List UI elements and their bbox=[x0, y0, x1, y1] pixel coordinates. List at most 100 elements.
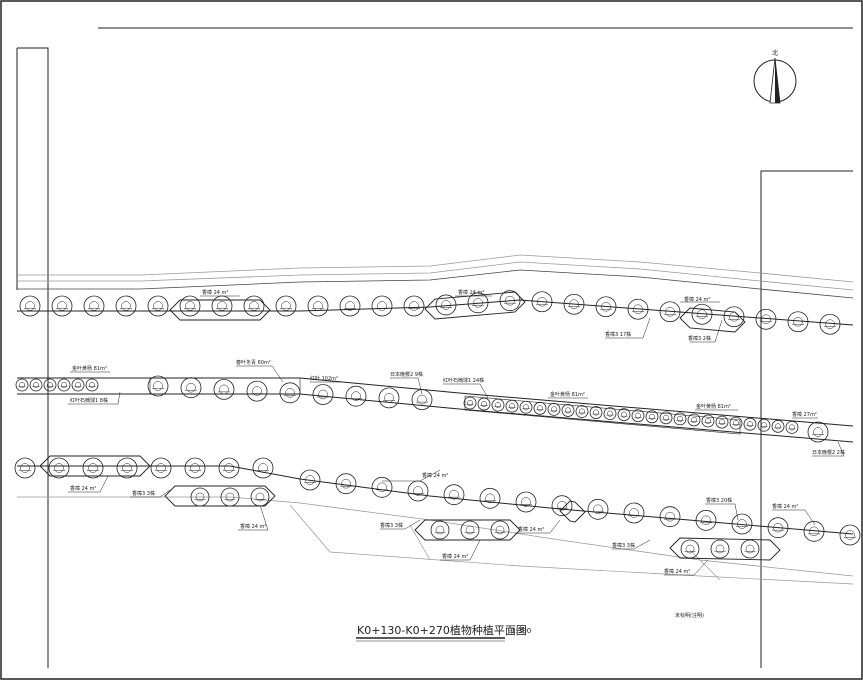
plant-label: 香樟 24 m² bbox=[772, 503, 798, 510]
tree-symbol bbox=[115, 295, 137, 317]
tree-symbol bbox=[14, 457, 36, 479]
bottom-note: 未标明(注明) bbox=[675, 612, 704, 619]
tree-symbol bbox=[243, 295, 265, 317]
tree-symbol bbox=[627, 298, 649, 320]
tree-symbol bbox=[561, 404, 575, 417]
tree-symbol bbox=[731, 513, 753, 535]
tree-symbol bbox=[755, 308, 777, 330]
tree-symbol bbox=[411, 389, 433, 410]
tree-symbol bbox=[430, 520, 450, 540]
tree-row-1 bbox=[19, 290, 841, 335]
tree-symbol bbox=[595, 296, 617, 318]
tree-symbol bbox=[729, 416, 743, 430]
hedge-bed bbox=[424, 291, 526, 320]
tree-symbol bbox=[499, 290, 521, 312]
plant-label: 香樟3 3株 bbox=[132, 490, 155, 497]
tree-symbol bbox=[701, 414, 715, 428]
tree-symbol bbox=[213, 378, 235, 400]
tree-symbol bbox=[575, 405, 589, 418]
plant-label: 香樟3 17株 bbox=[605, 331, 631, 338]
tree-symbol bbox=[659, 506, 681, 528]
tree-symbol bbox=[116, 457, 138, 479]
tree-symbol bbox=[531, 291, 553, 313]
tree-symbol bbox=[467, 292, 489, 314]
hedge-bed bbox=[414, 519, 521, 541]
tree-symbol bbox=[587, 498, 609, 520]
tree-symbol bbox=[184, 457, 206, 479]
tree-symbol bbox=[603, 407, 617, 421]
tree-symbol bbox=[71, 378, 85, 392]
tree-symbol bbox=[623, 502, 645, 524]
tree-symbol bbox=[150, 457, 172, 479]
tree-symbol bbox=[659, 301, 681, 323]
plant-label: 香樟3 2株 bbox=[688, 335, 711, 342]
plant-label: 红叶石楠球1 8株 bbox=[70, 397, 108, 404]
tree-symbol bbox=[19, 295, 41, 317]
title-block: K0+130-K0+270植物种植平面图 1:300 未标明(注明) bbox=[356, 612, 704, 642]
plant-label: 香樟 24 m² bbox=[458, 289, 484, 296]
tree-symbol bbox=[673, 412, 687, 426]
hedge-bed bbox=[164, 485, 276, 507]
tree-row-3 bbox=[14, 455, 861, 561]
plant-label: 香樟 24 m² bbox=[664, 568, 690, 575]
plant-label: 金叶黄杨 81m² bbox=[696, 403, 731, 410]
shrub-row-2 bbox=[15, 375, 829, 443]
tree-symbol bbox=[515, 491, 537, 513]
drawing-title: K0+130-K0+270植物种植平面图 bbox=[357, 623, 527, 637]
tree-symbol bbox=[563, 293, 585, 315]
drawing-scale: 1:300 bbox=[511, 627, 531, 635]
tree-symbol bbox=[680, 539, 700, 559]
tree-symbol bbox=[551, 495, 573, 517]
plant-label: 红叶 102m² bbox=[310, 375, 338, 382]
tree-symbol bbox=[371, 476, 393, 498]
tree-symbol bbox=[477, 397, 491, 411]
hedge-bed bbox=[669, 537, 781, 561]
plant-label: 香樟 24 m² bbox=[240, 523, 266, 530]
tree-symbol bbox=[339, 295, 361, 317]
tree-symbol bbox=[275, 295, 297, 317]
tree-symbol bbox=[252, 457, 274, 479]
tree-symbol bbox=[819, 313, 841, 335]
plant-label: 香樟 24 m² bbox=[70, 485, 96, 492]
tree-symbol bbox=[785, 420, 799, 434]
tree-symbol bbox=[740, 539, 760, 559]
tree-symbol bbox=[147, 375, 169, 397]
plant-label: 香樟3 3株 bbox=[612, 542, 635, 549]
plant-label: 春叶冬青 60m² bbox=[236, 359, 271, 366]
tree-symbol bbox=[771, 419, 785, 433]
tree-symbol bbox=[180, 377, 202, 399]
plant-label: 红叶石楠球1 24株 bbox=[443, 377, 484, 384]
north-label: 北 bbox=[772, 49, 778, 57]
tree-symbol bbox=[345, 385, 367, 407]
tree-symbol bbox=[757, 418, 771, 432]
plant-label: 金叶黄杨 81m² bbox=[72, 365, 107, 372]
tree-symbol bbox=[479, 487, 501, 509]
tree-symbol bbox=[85, 378, 99, 392]
tree-symbol bbox=[710, 539, 730, 559]
tree-symbol bbox=[51, 295, 73, 317]
tree-symbol bbox=[691, 303, 713, 325]
tree-symbol bbox=[378, 387, 400, 409]
tree-symbol bbox=[307, 295, 329, 317]
tree-symbol bbox=[335, 473, 357, 495]
tree-symbol bbox=[246, 380, 268, 402]
plant-label: 香樟 24 m² bbox=[202, 289, 228, 296]
tree-symbol bbox=[695, 509, 717, 531]
hedge-bed bbox=[559, 500, 586, 523]
plant-label: 香樟3 20株 bbox=[706, 497, 732, 504]
frame-lines bbox=[16, 27, 853, 668]
north-arrow: 北 bbox=[753, 49, 797, 104]
leader-lines bbox=[68, 295, 845, 576]
tree-symbol bbox=[519, 400, 533, 414]
plant-label: 香樟3 3株 bbox=[380, 522, 403, 529]
plant-label: 香樟 24 m² bbox=[518, 526, 544, 533]
hedge-bed bbox=[169, 299, 271, 321]
tree-symbol bbox=[659, 411, 673, 425]
plant-label: 日本晚樱2 9株 bbox=[390, 371, 423, 378]
tree-symbol bbox=[807, 421, 829, 443]
shrub-bed bbox=[464, 395, 741, 435]
plant-label: 香樟 27m² bbox=[792, 411, 817, 418]
hedge-bed bbox=[39, 455, 151, 477]
